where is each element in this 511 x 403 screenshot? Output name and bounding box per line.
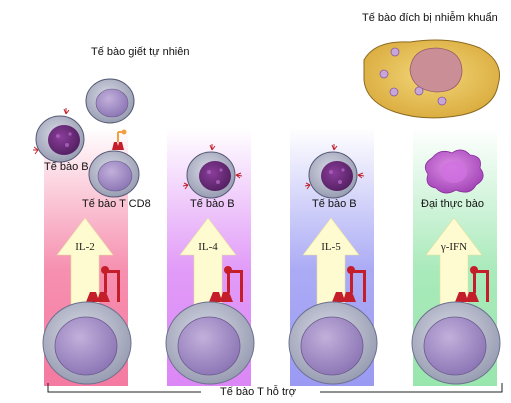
cd8-t-cell [88, 150, 140, 198]
b-cell-label-3: Tế bào B [312, 198, 357, 210]
cytokine-il2: IL-2 [75, 241, 95, 253]
cd8-t-cell-label: Tế bào T CD8 [82, 198, 151, 210]
infected-target-cell-label: Tế bào đích bị nhiễm khuẩn [362, 12, 498, 24]
helper-t-cell-1 [42, 301, 132, 385]
b-cell-label-2: Tế bào B [190, 198, 235, 210]
b-cell-1 [33, 108, 85, 163]
cytokine-ifn: γ-IFN [440, 241, 468, 253]
nk-cell-label: Tế bào giết tự nhiên [91, 46, 190, 58]
receptor-4 [455, 266, 489, 302]
nk-cell [85, 78, 135, 124]
b-cell-2 [182, 144, 243, 199]
cytokine-il5: IL-5 [321, 241, 341, 253]
helper-t-cell-3 [288, 301, 378, 385]
cytokine-il4: IL-4 [198, 241, 218, 253]
helper-t-bracket [47, 383, 503, 393]
receptor-3 [332, 266, 366, 302]
receptor-1 [86, 266, 120, 302]
infected-target-cell [363, 39, 500, 119]
nk-cd8-link [112, 129, 127, 150]
helper-t-cell-2 [165, 301, 255, 385]
helper-t-cell-4 [411, 301, 501, 385]
macrophage-cell [424, 149, 484, 194]
macrophage-label: Đại thực bào [421, 198, 485, 210]
b-cell-3 [304, 144, 365, 199]
receptor-2 [209, 266, 243, 302]
b-cell-label-1: Tế bào B [44, 161, 89, 173]
helper-t-cell-label: Tế bào T hỗ trợ [217, 386, 299, 399]
